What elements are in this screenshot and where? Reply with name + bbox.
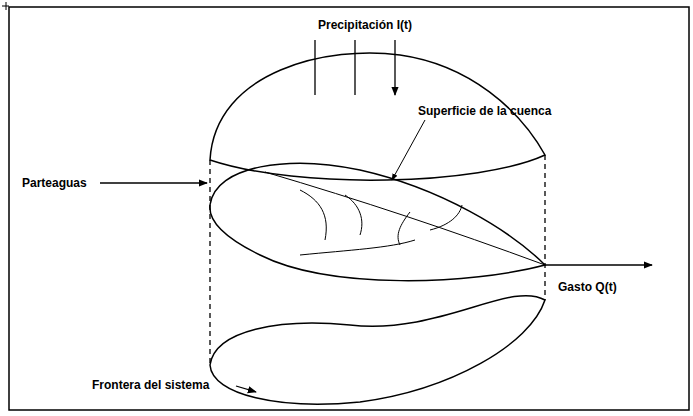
- tributaries: [300, 190, 462, 255]
- surface-label: Superficie de la cuenca: [418, 104, 551, 118]
- catchment-surface: [210, 163, 545, 280]
- system-walls: [210, 155, 545, 365]
- boundary-leader: [236, 386, 256, 392]
- divide-leader: [100, 182, 207, 183]
- input-label: Precipitación I(t): [318, 18, 412, 32]
- main-stream: [265, 172, 545, 265]
- bottom-boundary: [210, 296, 545, 405]
- rain-arrows: [315, 40, 395, 95]
- frame: [9, 7, 689, 410]
- outflow-label: Gasto Q(t): [558, 280, 617, 294]
- outflow-arrow: [545, 264, 652, 265]
- divide-label: Parteaguas: [22, 176, 87, 190]
- corner-mark: [2, 2, 9, 10]
- boundary-label: Frontera del sistema: [92, 378, 209, 392]
- surface-leader: [392, 120, 425, 180]
